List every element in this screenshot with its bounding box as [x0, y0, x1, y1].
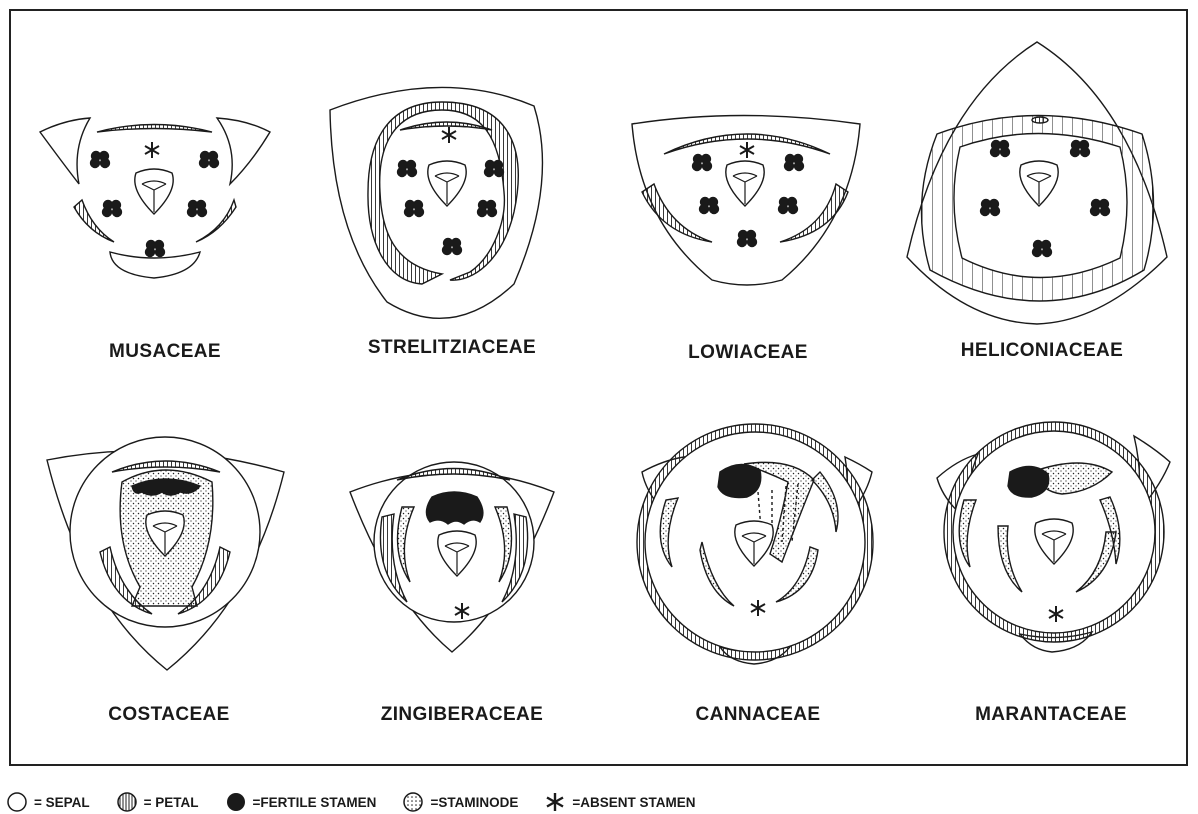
petal-swatch-icon	[116, 791, 138, 813]
fertile-stamen	[718, 464, 761, 497]
fertile-stamen	[1008, 466, 1049, 497]
reduced-stamen	[1032, 117, 1048, 123]
diagram-marantaceae	[937, 422, 1170, 652]
legend-item-fertile-stamen: =FERTILE STAMEN	[225, 791, 377, 813]
diagram-costaceae	[47, 437, 284, 670]
sepal	[217, 118, 270, 184]
fertile-stamen-swatch-icon	[225, 791, 247, 813]
legend-label-absent-stamen: =ABSENT STAMEN	[572, 795, 695, 810]
legend-item-petal: = PETAL	[116, 791, 199, 813]
diagram-strelitziaceae	[330, 87, 542, 318]
diagram-frame: MUSACEAE STRELITZIACEAE LOWIACEAE HELICO…	[9, 9, 1188, 766]
asterisk-icon	[544, 791, 566, 813]
legend-label-sepal: = SEPAL	[34, 795, 90, 810]
diagram-lowiaceae	[632, 116, 860, 286]
family-label-strelitziaceae: STRELITZIACEAE	[322, 337, 582, 359]
petal	[97, 125, 212, 133]
legend-label-staminode: =STAMINODE	[430, 795, 518, 810]
legend-item-sepal: = SEPAL	[6, 791, 90, 813]
family-label-zingiberaceae: ZINGIBERACEAE	[332, 704, 592, 726]
floral-diagrams	[11, 11, 1186, 764]
legend: = SEPAL = PETAL =FERTILE STAMEN =STAMINO…	[6, 790, 721, 814]
sepal-swatch-icon	[6, 791, 28, 813]
legend-label-fertile-stamen: =FERTILE STAMEN	[253, 795, 377, 810]
legend-label-petal: = PETAL	[144, 795, 199, 810]
family-label-marantaceae: MARANTACEAE	[921, 704, 1181, 726]
diagram-heliconiaceae	[907, 42, 1167, 324]
family-label-cannaceae: CANNACEAE	[628, 704, 888, 726]
legend-item-staminode: =STAMINODE	[402, 791, 518, 813]
family-label-musaceae: MUSACEAE	[35, 341, 295, 363]
family-label-costaceae: COSTACEAE	[39, 704, 299, 726]
diagram-musaceae	[40, 118, 270, 278]
diagram-cannaceae	[637, 424, 873, 664]
fertile-stamen	[426, 492, 482, 524]
staminode-swatch-icon	[402, 791, 424, 813]
legend-item-absent-stamen: =ABSENT STAMEN	[544, 791, 695, 813]
family-label-lowiaceae: LOWIACEAE	[618, 342, 878, 364]
sepal	[110, 252, 200, 278]
family-label-heliconiaceae: HELICONIACEAE	[912, 340, 1172, 362]
sepal	[40, 118, 90, 184]
diagram-zingiberaceae	[350, 462, 554, 652]
